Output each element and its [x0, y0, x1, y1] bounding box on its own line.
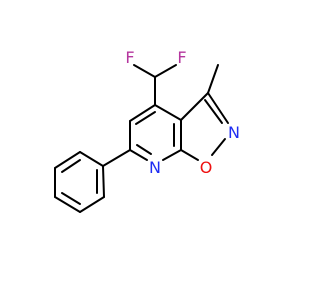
phenyl-bond	[54, 151, 81, 169]
fluorine-atom-label: F	[177, 48, 186, 67]
isoxazole-oxygen-label: O	[200, 158, 213, 177]
phenyl-bond	[79, 196, 105, 213]
isoxazole-bond-n-c3	[207, 92, 229, 124]
phenyl-double-bond-inner	[61, 159, 81, 173]
pyridine-bond-c4-c5	[129, 104, 156, 122]
phenyl-pyridine-bond	[102, 149, 131, 167]
c-f-bond	[154, 64, 177, 78]
pyridine-ring	[129, 104, 182, 161]
pyridine-double-bond-inner	[135, 111, 156, 125]
pyridine-bond-c6-n	[129, 149, 148, 161]
isoxazole-ring	[180, 92, 229, 161]
methyl-bond	[207, 64, 219, 94]
phenyl-bond	[79, 151, 104, 167]
isoxazole-bond-c7a-o	[180, 149, 199, 161]
c-f-bond	[133, 64, 156, 78]
fluorine-atom-label: F	[125, 48, 134, 67]
pyridine-double-bond-inner	[136, 144, 152, 155]
molecule-structure: F F N N O	[54, 48, 240, 213]
phenyl-double-bond-inner	[61, 192, 81, 205]
molecule-canvas: F F N N O	[54, 48, 240, 213]
phenyl-bond	[54, 196, 81, 213]
isoxazole-bond-o-n	[211, 138, 226, 156]
isoxazole-double-bond-inner	[204, 99, 223, 124]
phenyl-bond	[102, 165, 105, 198]
phenyl-ring	[54, 151, 105, 213]
difluoromethyl-group	[133, 64, 177, 106]
pyridine-bond-n-c7a	[162, 149, 182, 161]
pyridine-nitrogen-label: N	[149, 158, 161, 177]
isoxazole-nitrogen-label: N	[228, 123, 240, 142]
pyridine-bond-c3a-c4	[154, 104, 182, 121]
isoxazole-bond-c3-c3a	[180, 92, 209, 121]
